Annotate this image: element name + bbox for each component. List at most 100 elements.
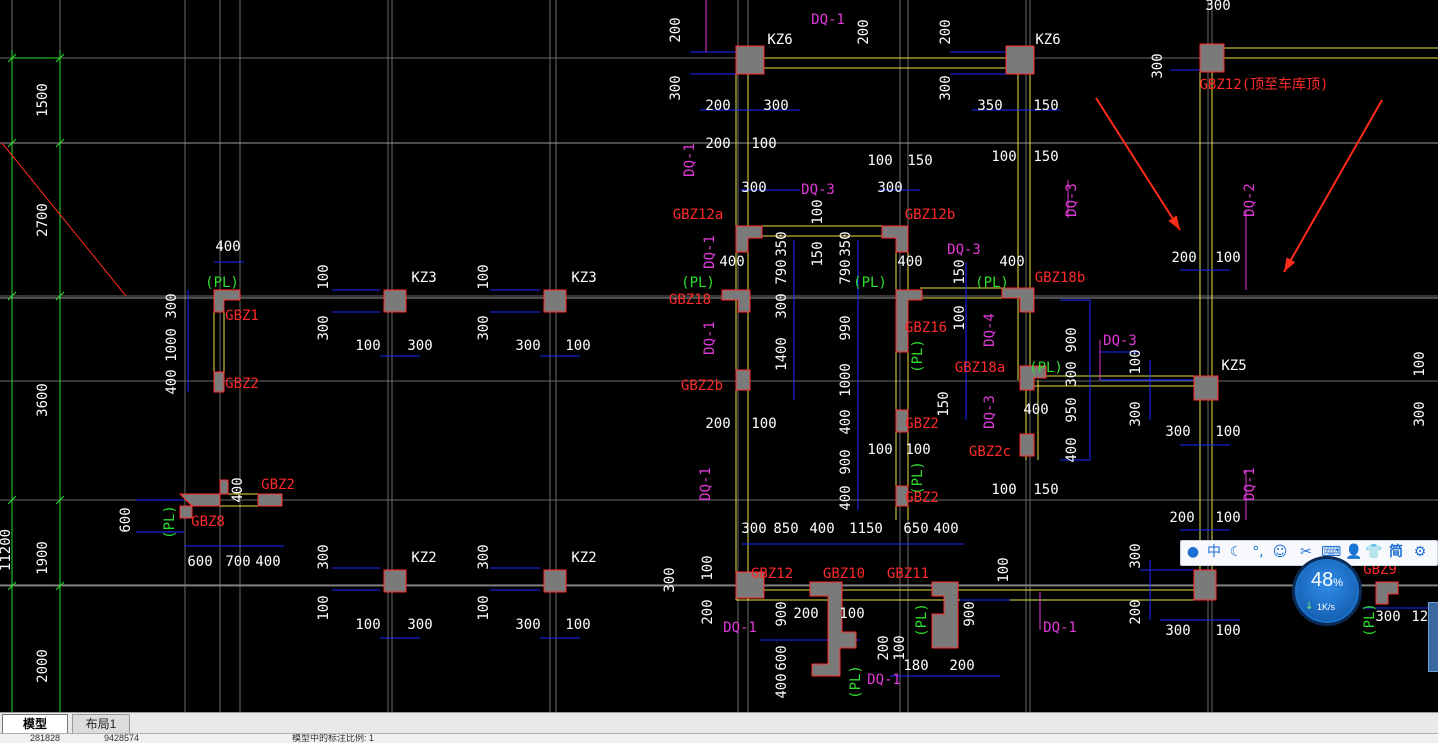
ime-logo-icon[interactable]: ● [1186, 544, 1200, 560]
scissors-icon[interactable]: ✂ [1300, 544, 1312, 560]
drawing-label: 200 [793, 606, 818, 622]
drawing-label: 100 [565, 338, 590, 354]
drawing-label: 300 [1205, 0, 1230, 14]
column [543, 289, 567, 313]
drawing-label: 3600 [35, 383, 51, 417]
drawing-label: (PL) [848, 665, 864, 699]
drawing-label: GBZ12a [673, 207, 724, 223]
drawing-label: 790 [838, 259, 854, 284]
drawing-label: 300 [164, 293, 180, 318]
person-icon[interactable]: 👤 [1345, 544, 1363, 560]
red-arrow-head [1284, 257, 1296, 272]
drawing-label: GBZ18b [1035, 270, 1086, 286]
drawing-label: 600 [774, 645, 790, 670]
column [1193, 375, 1219, 401]
drawing-label: 100 [892, 635, 908, 660]
drawing-label: 300 [515, 338, 540, 354]
drawing-label: 900 [1064, 327, 1080, 352]
drawing-label: 400 [838, 485, 854, 510]
smile-icon[interactable]: ☺ [1272, 544, 1288, 560]
drawing-label: 1000 [838, 363, 854, 397]
dim-tick [55, 291, 65, 301]
settings-icon[interactable]: ⚙ [1413, 544, 1427, 560]
drawing-label: 100 [810, 199, 826, 224]
drawing-label: DQ-4 [982, 313, 998, 347]
drawing-label: 300 [668, 75, 684, 100]
network-speed-widget[interactable]: 48% ↓ 1K/s [1292, 556, 1362, 626]
drawing-label: DQ-3 [947, 242, 981, 258]
drawing-label: 350 [977, 98, 1002, 114]
wall-column [881, 225, 909, 253]
drawing-label: GBZ12(顶至车库顶) [1199, 76, 1328, 93]
wall-column [1375, 581, 1399, 605]
drawing-label: GBZ2 [225, 376, 259, 392]
column [1199, 43, 1225, 73]
drawing-label: 400 [215, 239, 240, 255]
annotation-arrows [1, 97, 1383, 297]
drawing-labels: 1500270036001900200011200400(PL)GBZ1GBZ2… [0, 0, 1437, 699]
drawing-label: KZ6 [1035, 32, 1060, 48]
tab-model[interactable]: 模型 [2, 714, 68, 733]
drawing-label: 200 [705, 98, 730, 114]
drawing-label: 900 [774, 601, 790, 626]
layout-tabs: 模型 布局1 [0, 712, 1438, 733]
wall-column [1019, 365, 1047, 391]
drawing-label: 100 [355, 617, 380, 633]
floating-side-bar[interactable] [1428, 602, 1438, 672]
drawing-label: 300 [407, 617, 432, 633]
tab-layout1[interactable]: 布局1 [72, 714, 130, 733]
drawing-label: 100 [905, 442, 930, 458]
drawing-label: 100 [996, 557, 1012, 582]
drawing-label: 300 [662, 567, 678, 592]
column [543, 569, 567, 593]
drawing-label: (PL) [681, 275, 715, 291]
drawing-label: 100 [476, 264, 492, 289]
drawing-label: GBZ9 [1363, 562, 1397, 578]
wall-column [735, 571, 765, 599]
ime-lang-button[interactable]: 中 [1207, 544, 1221, 560]
red-arrow-head [1168, 215, 1180, 230]
simplified-button[interactable]: 简 [1389, 544, 1403, 560]
drawing-label: 400 [809, 521, 834, 537]
drawing-label: 100 [867, 442, 892, 458]
drawing-label: 950 [1064, 397, 1080, 422]
drawing-label: DQ-1 [702, 321, 718, 355]
drawing-label: 100 [700, 555, 716, 580]
drawing-label: 400 [774, 673, 790, 698]
drawing-label: GBZ2 [905, 490, 939, 506]
drawing-label: 200 [1171, 250, 1196, 266]
column [257, 493, 283, 507]
drawing-label: 850 [773, 521, 798, 537]
drawing-label: 150 [936, 391, 952, 416]
drawing-label: 100 [1215, 510, 1240, 526]
drawing-label: DQ-1 [682, 143, 698, 177]
drawing-label: 790 [774, 259, 790, 284]
drawing-label: 300 [741, 180, 766, 196]
wall-column [931, 581, 959, 649]
drawing-label: 200 [705, 416, 730, 432]
drawing-label: 180 [903, 658, 928, 674]
shirt-icon[interactable]: 👕 [1365, 544, 1383, 560]
drawing-label: DQ-1 [867, 672, 901, 688]
drawing-label: 300 [1064, 361, 1080, 386]
drawing-label: 400 [230, 477, 246, 502]
drawing-label: 400 [255, 554, 280, 570]
dimension-lines [7, 0, 1438, 712]
drawing-label: 1000 [164, 328, 180, 362]
drawing-label: DQ-3 [982, 395, 998, 429]
coordinate-x: 281828 [30, 733, 61, 743]
columns [178, 43, 1399, 677]
download-arrow-icon: ↓ [1305, 601, 1314, 612]
drawing-label: 100 [991, 149, 1016, 165]
moon-icon[interactable]: ☾ [1229, 544, 1243, 560]
drawing-label: (PL) [1362, 603, 1378, 637]
drawing-label: GBZ8 [191, 514, 225, 530]
status-bar: 281828 9428574 模型中的标注比例: 1 [0, 733, 1438, 743]
cad-viewport[interactable]: 1500270036001900200011200400(PL)GBZ1GBZ2… [0, 0, 1438, 712]
drawing-label: 1500 [35, 83, 51, 117]
punctuation-icon[interactable]: °, [1252, 544, 1264, 560]
dim-tick [7, 138, 17, 148]
drawing-label: 300 [1412, 401, 1428, 426]
drawing-label: 200 [938, 19, 954, 44]
